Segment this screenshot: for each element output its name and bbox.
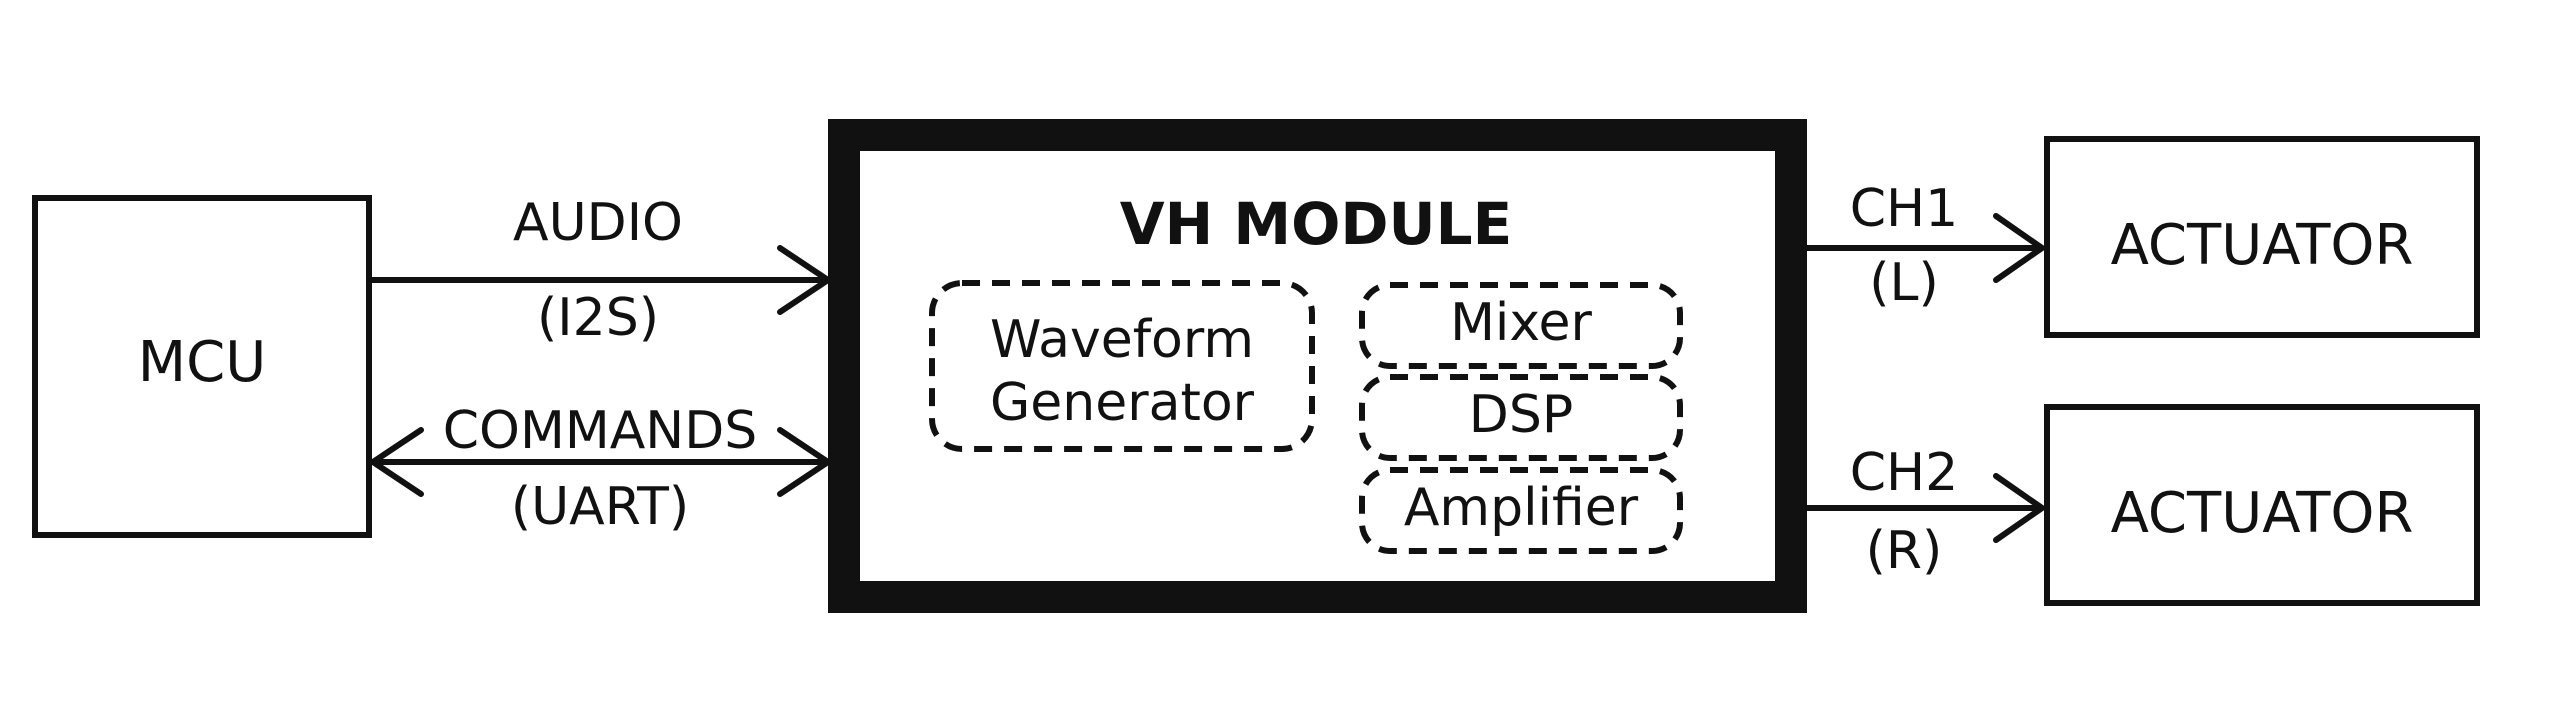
mixer-block: Mixer xyxy=(1359,282,1683,369)
dsp-label: DSP xyxy=(1469,385,1573,445)
vh-module-block: VH MODULE Waveform Generator Mixer DSP A… xyxy=(828,119,1807,613)
audio-connection: AUDIO (I2S) xyxy=(369,193,831,348)
commands-connection: COMMANDS (UART) xyxy=(370,401,831,537)
ch2-connection: CH2 (R) xyxy=(1807,443,2045,581)
waveform-generator-line2: Generator xyxy=(990,373,1255,433)
vh-module-title: VH MODULE xyxy=(1120,190,1512,258)
actuator-1-label: ACTUATOR xyxy=(2111,213,2414,278)
ch1-label: CH1 xyxy=(1850,179,1959,239)
waveform-generator-line1: Waveform xyxy=(990,310,1254,370)
ch1-connection: CH1 (L) xyxy=(1807,179,2045,313)
ch1-sub-label: (L) xyxy=(1869,253,1939,313)
amplifier-block: Amplifier xyxy=(1359,467,1683,554)
mcu-block: MCU xyxy=(32,195,372,538)
commands-sub-label: (UART) xyxy=(511,477,689,537)
commands-label: COMMANDS xyxy=(443,401,758,461)
commands-arrowhead-left xyxy=(370,427,424,497)
ch2-arrowhead xyxy=(1993,473,2045,543)
waveform-generator-block: Waveform Generator xyxy=(929,280,1315,452)
audio-sub-label: (I2S) xyxy=(537,288,659,348)
audio-label: AUDIO xyxy=(513,193,683,253)
ch2-sub-label: (R) xyxy=(1866,521,1943,581)
ch2-label: CH2 xyxy=(1850,443,1959,503)
ch1-arrowhead xyxy=(1993,213,2045,283)
mcu-label: MCU xyxy=(138,330,266,395)
dsp-block: DSP xyxy=(1359,374,1683,461)
actuator-2-label: ACTUATOR xyxy=(2111,481,2414,546)
amplifier-label: Amplifier xyxy=(1404,478,1639,538)
actuator-1-block: ACTUATOR xyxy=(2044,136,2480,338)
mixer-label: Mixer xyxy=(1450,293,1592,353)
actuator-2-block: ACTUATOR xyxy=(2044,404,2480,606)
